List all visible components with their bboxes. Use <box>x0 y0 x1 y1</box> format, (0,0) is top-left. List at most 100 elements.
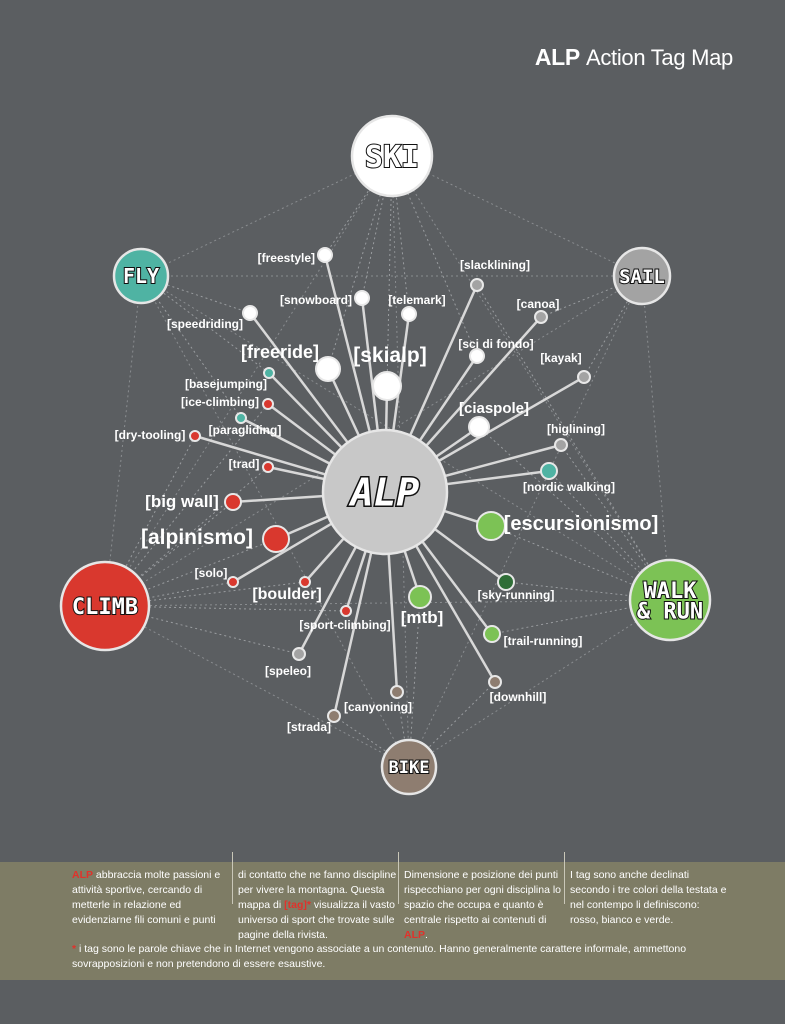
tag-dot[interactable] <box>372 371 402 401</box>
tag-dot[interactable] <box>554 438 568 452</box>
hub-ski[interactable]: SKI <box>350 114 434 198</box>
tag-label[interactable]: [canyoning] <box>344 700 412 714</box>
tag-label[interactable]: [sci di fondo] <box>458 337 533 351</box>
tag-node[interactable]: [kayak] <box>540 351 591 384</box>
tag-label[interactable]: [ice-climbing] <box>181 395 259 409</box>
tag-node[interactable]: [downhill] <box>488 675 547 704</box>
tag-label[interactable]: [solo] <box>195 566 228 580</box>
tag-node[interactable]: [trail-running] <box>483 625 583 648</box>
tag-node[interactable]: [ice-climbing] <box>181 395 274 410</box>
tag-label[interactable]: [snowboard] <box>280 293 352 307</box>
tag-dot[interactable] <box>468 416 490 438</box>
tag-label[interactable]: [telemark] <box>388 293 445 307</box>
tag-dot[interactable] <box>242 305 258 321</box>
tag-dot[interactable] <box>227 576 239 588</box>
tag-dot[interactable] <box>299 576 311 588</box>
hub-circle[interactable] <box>612 246 672 306</box>
tag-label[interactable]: [downhill] <box>490 690 547 704</box>
tag-dot[interactable] <box>534 310 548 324</box>
tag-node[interactable]: [freeride] <box>241 342 341 382</box>
tag-node[interactable]: [big wall] <box>145 492 242 511</box>
tag-node[interactable]: [sci di fondo] <box>458 337 534 364</box>
tag-label[interactable]: [dry-tooling] <box>115 428 186 442</box>
tag-label[interactable]: [nordic walking] <box>523 480 615 494</box>
tag-label[interactable]: [boulder] <box>252 586 321 603</box>
hub-circle[interactable] <box>59 560 151 652</box>
tag-node[interactable]: [dry-tooling] <box>115 428 201 442</box>
tag-dot[interactable] <box>408 585 432 609</box>
tag-node[interactable]: [ciaspole] <box>459 400 529 438</box>
tag-node[interactable]: [paragliding] <box>209 412 282 437</box>
hub-sail[interactable]: SAIL <box>612 246 672 306</box>
tag-node[interactable]: [telemark] <box>388 293 446 322</box>
tag-dot[interactable] <box>315 356 341 382</box>
tag-label[interactable]: [kayak] <box>540 351 581 365</box>
tag-dot[interactable] <box>469 348 485 364</box>
tag-node[interactable]: [trad] <box>229 457 274 473</box>
hub-climb[interactable]: CLIMB <box>59 560 151 652</box>
tag-label[interactable]: [mtb] <box>401 608 443 627</box>
tag-node[interactable]: [freestyle] <box>258 247 333 265</box>
tag-label[interactable]: [ciaspole] <box>459 400 529 417</box>
tag-dot[interactable] <box>390 685 404 699</box>
tag-label[interactable]: [skialp] <box>353 344 427 367</box>
tag-dot[interactable] <box>497 573 515 591</box>
tag-node[interactable]: [canoa] <box>517 297 560 324</box>
tag-dot[interactable] <box>476 511 506 541</box>
tag-node[interactable]: [canyoning] <box>344 685 412 714</box>
tag-dot[interactable] <box>189 430 201 442</box>
tag-node[interactable]: [boulder] <box>252 576 322 603</box>
tag-node[interactable]: [mtb] <box>401 585 443 627</box>
tag-label[interactable]: [speedriding] <box>167 317 243 331</box>
tag-dot[interactable] <box>262 461 274 473</box>
tag-node[interactable]: [higlining] <box>547 422 605 452</box>
tag-node[interactable]: [escursionismo] <box>476 511 658 541</box>
tag-dot[interactable] <box>327 709 341 723</box>
tag-dot[interactable] <box>401 306 417 322</box>
tag-label[interactable]: [basejumping] <box>185 377 267 391</box>
hub-walk[interactable]: WALK& RUN <box>628 558 712 642</box>
tag-dot[interactable] <box>317 247 333 263</box>
tag-label[interactable]: [trail-running] <box>504 634 583 648</box>
tag-label[interactable]: [higlining] <box>547 422 605 436</box>
tag-label[interactable]: [sky-running] <box>478 588 555 602</box>
tag-dot[interactable] <box>470 278 484 292</box>
tag-node[interactable]: [speedriding] <box>167 305 258 331</box>
tag-dot[interactable] <box>224 493 242 511</box>
hub-circle[interactable] <box>350 114 434 198</box>
tag-label[interactable]: [alpinismo] <box>141 526 253 549</box>
tag-dot[interactable] <box>262 525 290 553</box>
tag-node[interactable]: [snowboard] <box>280 290 370 307</box>
tag-label[interactable]: [speleo] <box>265 664 311 678</box>
tag-dot[interactable] <box>488 675 502 689</box>
tag-node[interactable]: [basejumping] <box>185 367 275 391</box>
tag-dot[interactable] <box>262 398 274 410</box>
tag-dot[interactable] <box>483 625 501 643</box>
tag-dot[interactable] <box>577 370 591 384</box>
tag-node[interactable]: [sport-climbing] <box>299 605 391 632</box>
hub-circle[interactable] <box>321 428 449 556</box>
tag-dot[interactable] <box>292 647 306 661</box>
tag-label[interactable]: [slacklining] <box>460 258 530 272</box>
tag-node[interactable]: [speleo] <box>265 647 311 678</box>
tag-dot[interactable] <box>340 605 352 617</box>
tag-node[interactable]: [nordic walking] <box>523 462 615 494</box>
tag-node[interactable]: [skialp] <box>353 344 427 401</box>
hub-circle[interactable] <box>380 738 438 796</box>
tag-label[interactable]: [freeride] <box>241 342 319 362</box>
hub-circle[interactable] <box>628 558 712 642</box>
tag-label[interactable]: [canoa] <box>517 297 560 311</box>
tag-label[interactable]: [freestyle] <box>258 251 315 265</box>
tag-dot[interactable] <box>540 462 558 480</box>
hub-bike[interactable]: BIKE <box>380 738 438 796</box>
tag-label[interactable]: [strada] <box>287 720 331 734</box>
tag-node[interactable]: [sky-running] <box>478 573 555 602</box>
tag-label[interactable]: [sport-climbing] <box>299 618 390 632</box>
tag-node[interactable]: [slacklining] <box>460 258 530 292</box>
hub-alp[interactable]: ALP <box>321 428 449 556</box>
tag-label[interactable]: [big wall] <box>145 492 219 511</box>
hub-circle[interactable] <box>112 247 170 305</box>
tag-node[interactable]: [alpinismo] <box>141 525 290 553</box>
tag-label[interactable]: [trad] <box>229 457 260 471</box>
tag-dot[interactable] <box>263 367 275 379</box>
